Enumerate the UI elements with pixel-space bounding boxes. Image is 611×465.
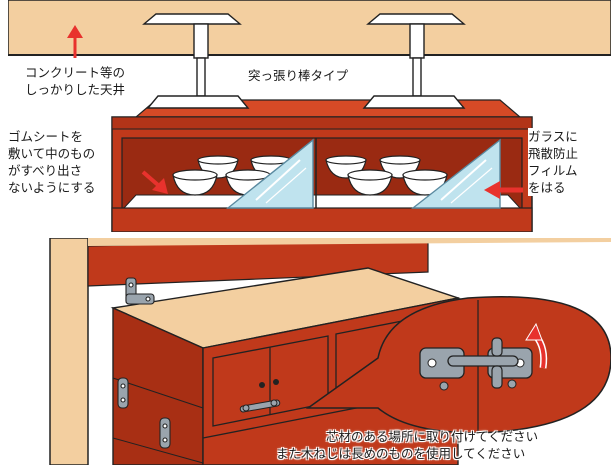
- small-latch-icon: [239, 399, 281, 413]
- glass-film-label: ガラスに 飛散防止 フィルム をはる: [528, 128, 579, 196]
- up-arrow-icon: [67, 25, 83, 58]
- glass-door-right: [410, 138, 501, 209]
- glass-door-left: [226, 138, 314, 209]
- tension-rod-panel: コンクリート等の しっかりした天井 突っ張り棒タイプ ゴムシートを 敷いて中のも…: [8, 0, 611, 232]
- wall-post: [49, 238, 89, 465]
- l-bracket-icon: [125, 277, 155, 305]
- latch-hardware-icon: [419, 337, 533, 391]
- latch-panel: 芯材のある場所に取り付けてください また木ねじは長めのものを使用してください: [8, 238, 611, 465]
- ceiling: [8, 0, 611, 56]
- arrow-left-icon: [484, 181, 523, 199]
- arrow-right-icon: [141, 170, 168, 194]
- tension-rod-right: [362, 13, 466, 109]
- tension-rod-illustration: [8, 0, 611, 232]
- tension-rod-left: [142, 13, 250, 109]
- rubber-sheet-label: ゴムシートを 敷いて中のもの がすべり出さ ないようにする: [8, 129, 96, 195]
- screw-note-line-2: また木ねじは長めのものを使用してください: [276, 446, 526, 461]
- latch-illustration: [49, 238, 611, 465]
- rotate-arrow-icon: [525, 322, 548, 369]
- tension-rod-label: 突っ張り棒タイプ: [248, 68, 349, 83]
- ceiling-label: コンクリート等の しっかりした天井: [25, 64, 126, 98]
- screw-note-line-1: 芯材のある場所に取り付けてください: [326, 429, 539, 444]
- side-bracket-icon: [117, 377, 171, 449]
